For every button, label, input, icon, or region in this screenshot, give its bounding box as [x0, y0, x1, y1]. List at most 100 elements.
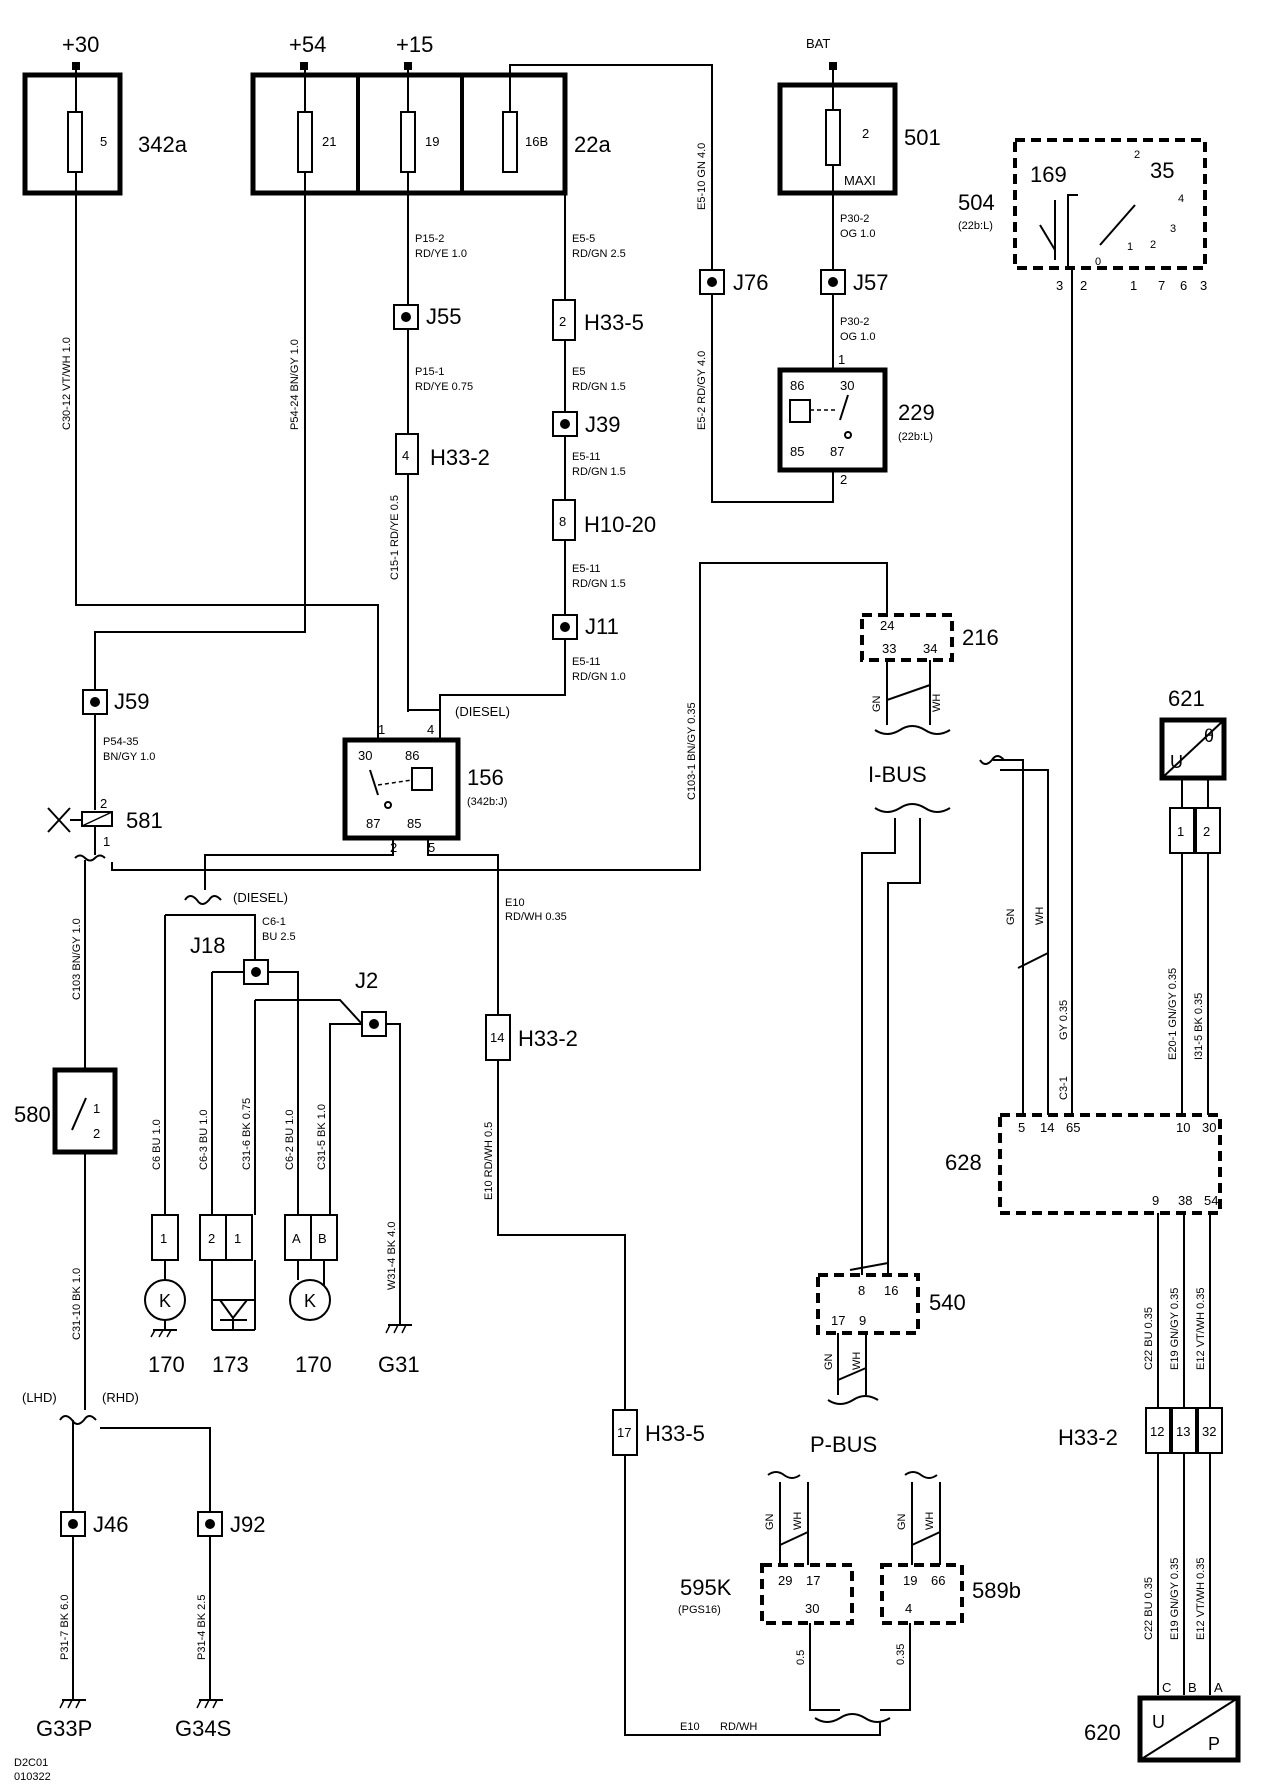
svg-text:29: 29	[778, 1573, 792, 1588]
svg-text:E5: E5	[572, 366, 585, 378]
svg-text:2: 2	[1150, 239, 1156, 251]
connector-h33-2-c-label: H33-2	[1058, 1425, 1118, 1450]
svg-text:0.35: 0.35	[895, 1644, 907, 1665]
svg-text:E19 GN/GY 0.35: E19 GN/GY 0.35	[1169, 1558, 1181, 1640]
svg-text:7: 7	[1158, 278, 1165, 293]
svg-text:BN/GY 1.0: BN/GY 1.0	[103, 751, 155, 763]
svg-text:4: 4	[905, 1601, 912, 1616]
svg-text:U: U	[1152, 1712, 1165, 1732]
svg-text:E10 RD/WH 0.5: E10 RD/WH 0.5	[483, 1122, 495, 1200]
supply-30-terminal	[72, 62, 80, 70]
module-595k-label: 595K	[680, 1575, 732, 1600]
svg-text:P31-4 BK 2.5: P31-4 BK 2.5	[196, 1595, 208, 1660]
connector-j18-label: J18	[190, 933, 225, 958]
svg-text:RD/WH 0.35: RD/WH 0.35	[505, 911, 567, 923]
relay-156	[342, 737, 461, 841]
svg-text:C30-12 VT/WH 1.0: C30-12 VT/WH 1.0	[61, 337, 73, 430]
svg-text:RD/GN 1.0: RD/GN 1.0	[572, 671, 626, 683]
svg-text:RD/GN 1.5: RD/GN 1.5	[572, 578, 626, 590]
svg-text:32: 32	[1202, 1424, 1216, 1439]
svg-text:E5-11: E5-11	[572, 451, 601, 463]
diagram-code-1: D2C01	[14, 1757, 48, 1769]
supply-bat-label: BAT	[806, 36, 830, 51]
svg-text:C15-1 RD/YE 0.5: C15-1 RD/YE 0.5	[389, 495, 401, 580]
relay-156-coil	[411, 767, 433, 791]
svg-text:A: A	[1214, 1680, 1223, 1695]
svg-text:2: 2	[559, 314, 566, 329]
svg-text:WH: WH	[792, 1512, 804, 1530]
svg-text:U: U	[1170, 752, 1183, 772]
svg-text:C6 BU 1.0: C6 BU 1.0	[151, 1119, 163, 1170]
svg-text:30: 30	[805, 1601, 819, 1616]
svg-text:GN: GN	[871, 695, 883, 712]
sensor-620-label: 620	[1084, 1720, 1121, 1745]
svg-text:30: 30	[1202, 1120, 1216, 1135]
svg-text:65: 65	[1066, 1120, 1080, 1135]
diode-173	[218, 1299, 250, 1320]
switch-169-label: 169	[1030, 162, 1067, 187]
svg-text:86: 86	[790, 378, 804, 393]
switch-504-sublabel: (22b:L)	[958, 220, 993, 232]
svg-text:17: 17	[806, 1573, 820, 1588]
switch-504	[1013, 138, 1207, 270]
i-bus-label: I-BUS	[868, 762, 927, 787]
svg-text:GN: GN	[896, 1513, 908, 1530]
relay-229-coil	[789, 399, 811, 423]
svg-text:87: 87	[366, 816, 380, 831]
svg-text:P30-2: P30-2	[840, 316, 869, 328]
switch-580-label: 580	[14, 1102, 51, 1127]
module-216	[860, 613, 954, 662]
svg-text:B: B	[318, 1231, 327, 1246]
svg-text:19: 19	[903, 1573, 917, 1588]
fuse-21-label: 21	[322, 134, 336, 149]
svg-text:C103 BN/GY 1.0: C103 BN/GY 1.0	[71, 918, 83, 1000]
connector-h33-2-a-label: H33-2	[430, 445, 490, 470]
connector-h33-2-c-32	[1197, 1407, 1223, 1454]
svg-text:GN: GN	[1005, 908, 1017, 925]
svg-text:BU 2.5: BU 2.5	[262, 931, 296, 943]
svg-text:3: 3	[1170, 223, 1176, 235]
svg-text:2: 2	[1203, 824, 1210, 839]
motor-170a-label: 170	[148, 1352, 185, 1377]
module-589b	[880, 1563, 964, 1625]
diesel-note-2: (DIESEL)	[233, 890, 288, 905]
svg-text:P54-35: P54-35	[103, 736, 138, 748]
fuse-maxi-label: MAXI	[844, 173, 876, 188]
p-bus-label: P-BUS	[810, 1432, 877, 1457]
svg-text:24: 24	[880, 618, 894, 633]
svg-text:C31-6 BK 0.75: C31-6 BK 0.75	[241, 1098, 253, 1170]
svg-text:8: 8	[559, 514, 566, 529]
switch-35-label: 35	[1150, 158, 1174, 183]
svg-text:C6-2 BU 1.0: C6-2 BU 1.0	[284, 1109, 296, 1170]
svg-text:P15-1: P15-1	[415, 366, 444, 378]
svg-text:33: 33	[882, 641, 896, 656]
relay-156-sublabel: (342b:J)	[467, 796, 507, 808]
svg-text:WH: WH	[924, 1512, 936, 1530]
svg-text:I31-5 BK 0.35: I31-5 BK 0.35	[1193, 993, 1205, 1060]
svg-text:W31-4 BK 4.0: W31-4 BK 4.0	[386, 1222, 398, 1290]
sensor-621-label: 621	[1168, 686, 1205, 711]
svg-text:GN: GN	[764, 1513, 776, 1530]
relay-229-sublabel: (22b:L)	[898, 431, 933, 443]
svg-text:3: 3	[1200, 278, 1207, 293]
svg-text:13: 13	[1176, 1424, 1190, 1439]
module-595k-sublabel: (PGS16)	[678, 1604, 721, 1616]
svg-text:E10: E10	[680, 1721, 700, 1733]
svg-text:RD/WH: RD/WH	[720, 1721, 757, 1733]
ground-g34s-label: G34S	[175, 1716, 231, 1741]
svg-text:66: 66	[931, 1573, 945, 1588]
svg-text:E5-11: E5-11	[572, 656, 601, 668]
svg-text:12: 12	[1150, 1424, 1164, 1439]
connector-h33-5-b-label: H33-5	[645, 1421, 705, 1446]
valve-581-symbol	[47, 807, 71, 833]
rhd-note: (RHD)	[102, 1390, 139, 1405]
switch-580	[52, 1067, 118, 1155]
svg-text:E12 VT/WH 0.35: E12 VT/WH 0.35	[1195, 1557, 1207, 1640]
svg-text:E5-5: E5-5	[572, 233, 595, 245]
module-540	[816, 1273, 920, 1335]
svg-text:5: 5	[428, 840, 435, 855]
connector-h33-5-a-label: H33-5	[584, 310, 644, 335]
svg-text:P30-2: P30-2	[840, 213, 869, 225]
svg-text:RD/GN 1.5: RD/GN 1.5	[572, 381, 626, 393]
connector-h33-2-b-label: H33-2	[518, 1026, 578, 1051]
